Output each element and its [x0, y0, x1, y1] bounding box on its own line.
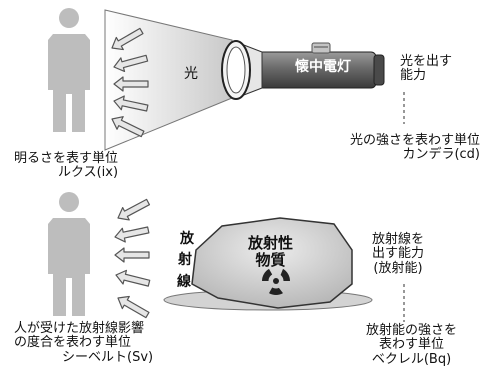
radiation-char-1: 放: [180, 231, 194, 247]
radiation-char-3: 線: [177, 273, 191, 290]
light-emit-label: 光を出す 能力: [400, 54, 453, 84]
radiation-arrows: [112, 195, 152, 322]
radioactivity-line3: (放射能): [373, 260, 423, 276]
becquerel-line1: 放射能の強さを: [366, 323, 458, 338]
candela-line1: 光の強さを表わす単位: [349, 133, 480, 148]
material-line2: 物質: [255, 250, 286, 269]
light-emit-line1: 光を出す: [400, 54, 453, 69]
material-label: 放射性 物質: [248, 235, 293, 268]
becquerel-line3: ベクレル(Bq): [371, 351, 452, 367]
person-figure-bottom: [48, 192, 90, 316]
radioactivity-line2: 出す能力: [372, 246, 425, 262]
radioactivity-line1: 放射線を: [372, 232, 425, 247]
material-line1: 放射性: [248, 234, 294, 252]
person-figure-top: [48, 8, 90, 132]
radiation-char-2: 射: [178, 252, 192, 269]
sievert-label: 人が受けた放射線影響 の度合を表わす単位 シーベルト(Sv): [14, 321, 154, 365]
flashlight-label: 懐中電灯: [295, 59, 351, 75]
lux-label: 明るさを表す単位 ルクス(ix): [14, 151, 119, 181]
sievert-line3: シーベルト(Sv): [62, 349, 154, 365]
becquerel-label: 放射能の強さを 表わす単位 ベクレル(Bq): [366, 323, 458, 367]
sievert-line1: 人が受けた放射線影響: [14, 321, 145, 336]
lux-line2: ルクス(ix): [57, 165, 119, 181]
radioactive-rock: [191, 217, 353, 309]
radioactivity-label: 放射線を 出す能力 (放射能): [372, 232, 425, 276]
flashlight: [221, 40, 385, 100]
candela-label: 光の強さを表わす単位 カンデラ(cd): [349, 133, 480, 163]
beam-label: 光: [184, 66, 198, 82]
light-beam: [104, 9, 233, 151]
sievert-line2: の度合を表わす単位: [14, 335, 132, 351]
candela-line2: カンデラ(cd): [402, 147, 480, 163]
becquerel-line2: 表わす単位: [379, 337, 445, 353]
radiation-vertical-label: 放 射 線: [176, 231, 194, 290]
light-emit-line2: 能力: [400, 68, 427, 84]
radiation-trefoil-icon: [262, 268, 290, 295]
lux-line1: 明るさを表す単位: [14, 151, 119, 166]
